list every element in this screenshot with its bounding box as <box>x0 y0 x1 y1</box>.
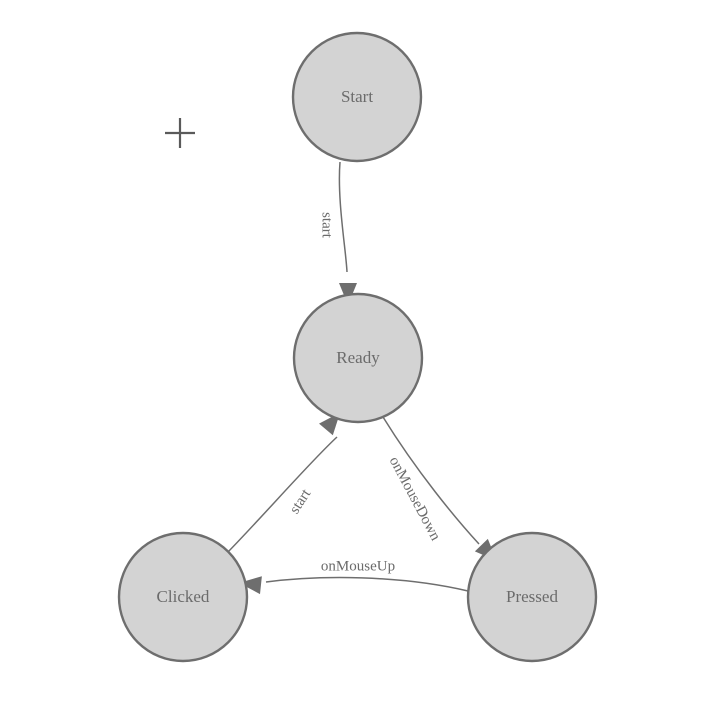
edge-pressed-to-clicked[interactable]: onMouseUp <box>238 558 469 595</box>
node-shape[interactable] <box>466 531 598 663</box>
crosshair-icon <box>165 118 195 148</box>
edge-label-onmousedown: onMouseDown <box>386 454 444 544</box>
node-start[interactable]: Start <box>291 31 423 163</box>
edge-path[interactable] <box>382 416 480 545</box>
edge-path[interactable] <box>338 161 348 273</box>
node-layer: Start Ready Clicked Pressed <box>117 31 598 663</box>
node-shape[interactable] <box>292 292 424 424</box>
node-shape[interactable] <box>117 531 249 663</box>
node-clicked[interactable]: Clicked <box>117 531 249 663</box>
edge-label-start-return: start <box>287 486 315 517</box>
node-label: Start <box>341 87 373 106</box>
edge-path[interactable] <box>227 436 338 553</box>
node-ready[interactable]: Ready <box>292 292 424 424</box>
arrowhead-icon <box>239 576 262 595</box>
node-label: Pressed <box>506 587 558 606</box>
edge-clicked-to-ready[interactable]: start <box>227 407 347 553</box>
node-shape[interactable] <box>291 31 423 163</box>
node-pressed[interactable]: Pressed <box>466 531 598 663</box>
edge-ready-to-pressed[interactable]: onMouseDown <box>382 416 503 567</box>
node-label: Ready <box>336 348 380 367</box>
edge-label-start: start <box>319 212 335 239</box>
node-label: Clicked <box>157 587 210 606</box>
edge-label-onmouseup: onMouseUp <box>321 558 395 574</box>
edge-path[interactable] <box>265 576 469 592</box>
edge-start-to-ready[interactable]: start <box>319 161 357 305</box>
